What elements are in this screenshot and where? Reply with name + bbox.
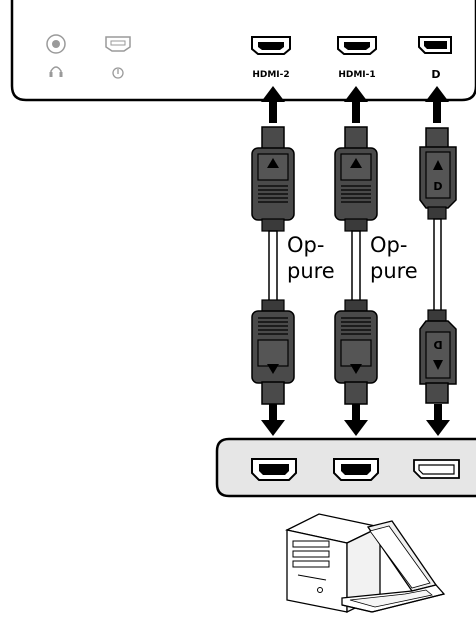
arrow-down-right	[426, 404, 450, 436]
displayport-cable: D D	[419, 127, 457, 404]
hdmi-cable-middle-caption: Op- pure	[370, 233, 418, 284]
desktop-tower	[285, 513, 382, 614]
arrow-down-left	[261, 404, 285, 436]
headphone-icon	[49, 66, 63, 77]
displayport-label: D	[431, 68, 440, 81]
dc-power-port	[105, 36, 131, 52]
laptop	[341, 520, 446, 613]
monitor-rear-panel: HDMI-2 HDMI-1 D	[10, 0, 476, 102]
hdmi-1-label: HDMI-1	[338, 70, 375, 80]
arrow-up-hdmi-1	[344, 86, 368, 123]
arrow-up-displayport	[425, 86, 449, 123]
displayport-port	[418, 36, 452, 54]
hdmi-2-port	[251, 36, 291, 55]
source-displayport-port	[413, 459, 460, 479]
source-hdmi-port-1	[251, 458, 297, 481]
arrow-down-middle	[344, 404, 368, 436]
source-hdmi-port-2	[333, 458, 379, 481]
hdmi-1-port	[337, 36, 377, 55]
arrow-up-hdmi-2	[261, 86, 285, 123]
hdmi-cable-left	[251, 126, 295, 405]
headphone-jack	[46, 34, 66, 54]
dp-plug-mark-top: D	[433, 180, 442, 193]
power-icon	[112, 67, 124, 79]
hdmi-2-label: HDMI-2	[252, 70, 289, 80]
dp-plug-mark-bottom: D	[433, 338, 442, 351]
source-port-panel	[215, 437, 476, 498]
hdmi-cable-left-caption: Op- pure	[287, 233, 335, 284]
hdmi-cable-middle	[334, 126, 378, 405]
